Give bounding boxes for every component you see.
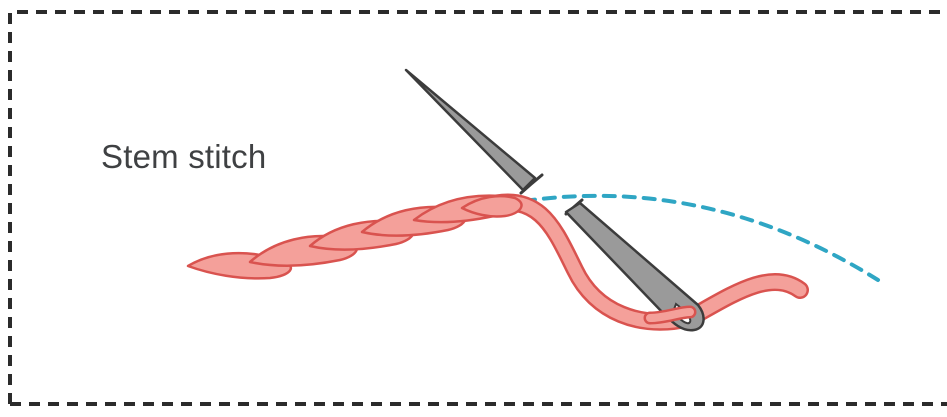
needle-icon	[406, 70, 542, 193]
needle-upper-shaft	[406, 70, 535, 190]
thread-icon	[188, 196, 800, 322]
diagram-title: Stem stitch	[101, 138, 266, 176]
